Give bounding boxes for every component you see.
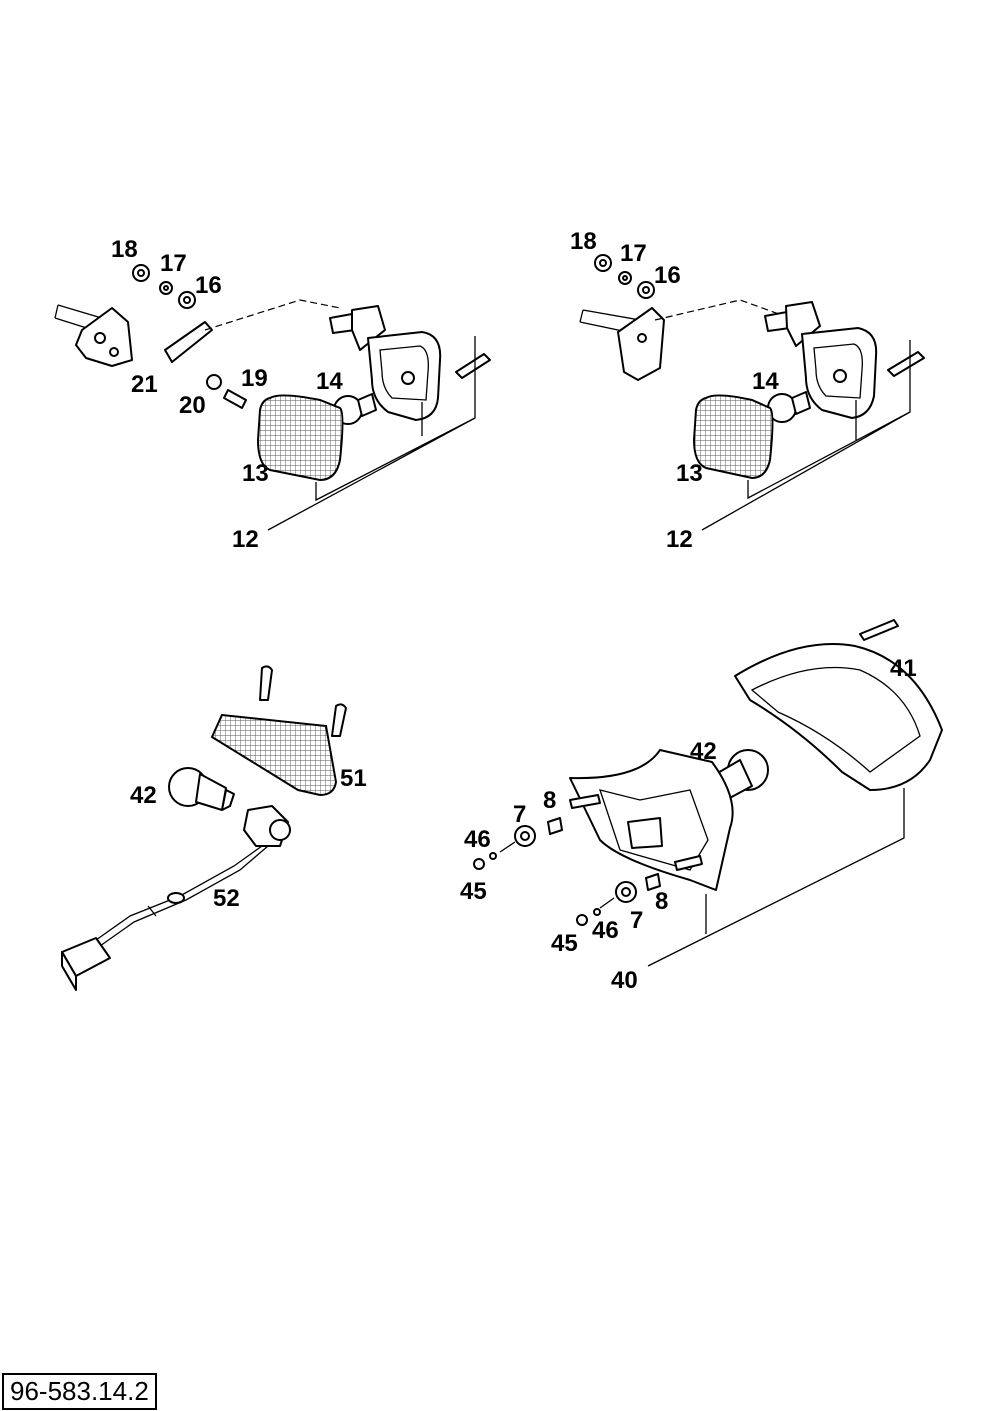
callout-45: 45 [460,878,487,905]
callout-19: 19 [241,365,268,392]
tail-light-assembly [473,619,943,967]
license-plate-lens [210,713,338,797]
callout-17: 17 [160,250,187,277]
callout-42: 42 [690,738,717,765]
housing-screw [859,619,899,641]
screw [223,389,247,409]
wiring-harness [61,845,269,991]
frame-bracket [54,304,133,367]
washer [489,852,497,860]
indicator-lens [256,394,344,482]
callout-42: 42 [130,782,157,809]
callout-40: 40 [611,967,638,994]
document-reference: 96-583.14.2 [2,1373,157,1410]
callout-17: 17 [620,240,647,267]
callout-13: 13 [242,460,269,487]
callout-7: 7 [513,801,526,828]
turn-signal-assembly-left [54,264,491,531]
nut-washer-stack [594,254,655,299]
screw [331,703,347,737]
tail-light-base [569,749,734,891]
license-plate-light-assembly [61,665,347,991]
washer [206,374,222,390]
callout-8: 8 [655,888,668,915]
housing-screw [455,353,491,379]
callout-21: 21 [131,371,158,398]
spacer [645,873,661,891]
callout-12: 12 [666,526,693,553]
nut [576,914,588,926]
callout-46: 46 [592,917,619,944]
callout-20: 20 [179,392,206,419]
callout-18: 18 [111,236,138,263]
nut [473,858,485,870]
callout-16: 16 [195,272,222,299]
frame-bracket [579,307,665,381]
bulb-socket [243,805,291,847]
callout-13: 13 [676,460,703,487]
callout-7: 7 [630,907,643,934]
callout-41: 41 [890,655,917,682]
washer [593,908,601,916]
housing-screw [887,351,925,377]
callout-51: 51 [340,765,367,792]
callout-14: 14 [316,368,343,395]
indicator-lens [692,394,774,480]
callout-16: 16 [654,262,681,289]
screw [259,665,273,701]
bulb [715,749,769,801]
indicator-housing [764,301,878,419]
nut-washer-stack [132,264,196,309]
bulb [168,767,235,811]
callout-18: 18 [570,228,597,255]
tail-light-lens [734,643,943,791]
indicator-housing [329,305,442,421]
callout-52: 52 [213,885,240,912]
callout-8: 8 [543,787,556,814]
spacer [547,817,563,835]
turn-signal-assembly-right [579,254,925,531]
callout-45: 45 [551,930,578,957]
callout-14: 14 [752,368,779,395]
holder-plate [164,321,213,363]
callout-12: 12 [232,526,259,553]
bulb [767,391,811,423]
callout-46: 46 [464,826,491,853]
